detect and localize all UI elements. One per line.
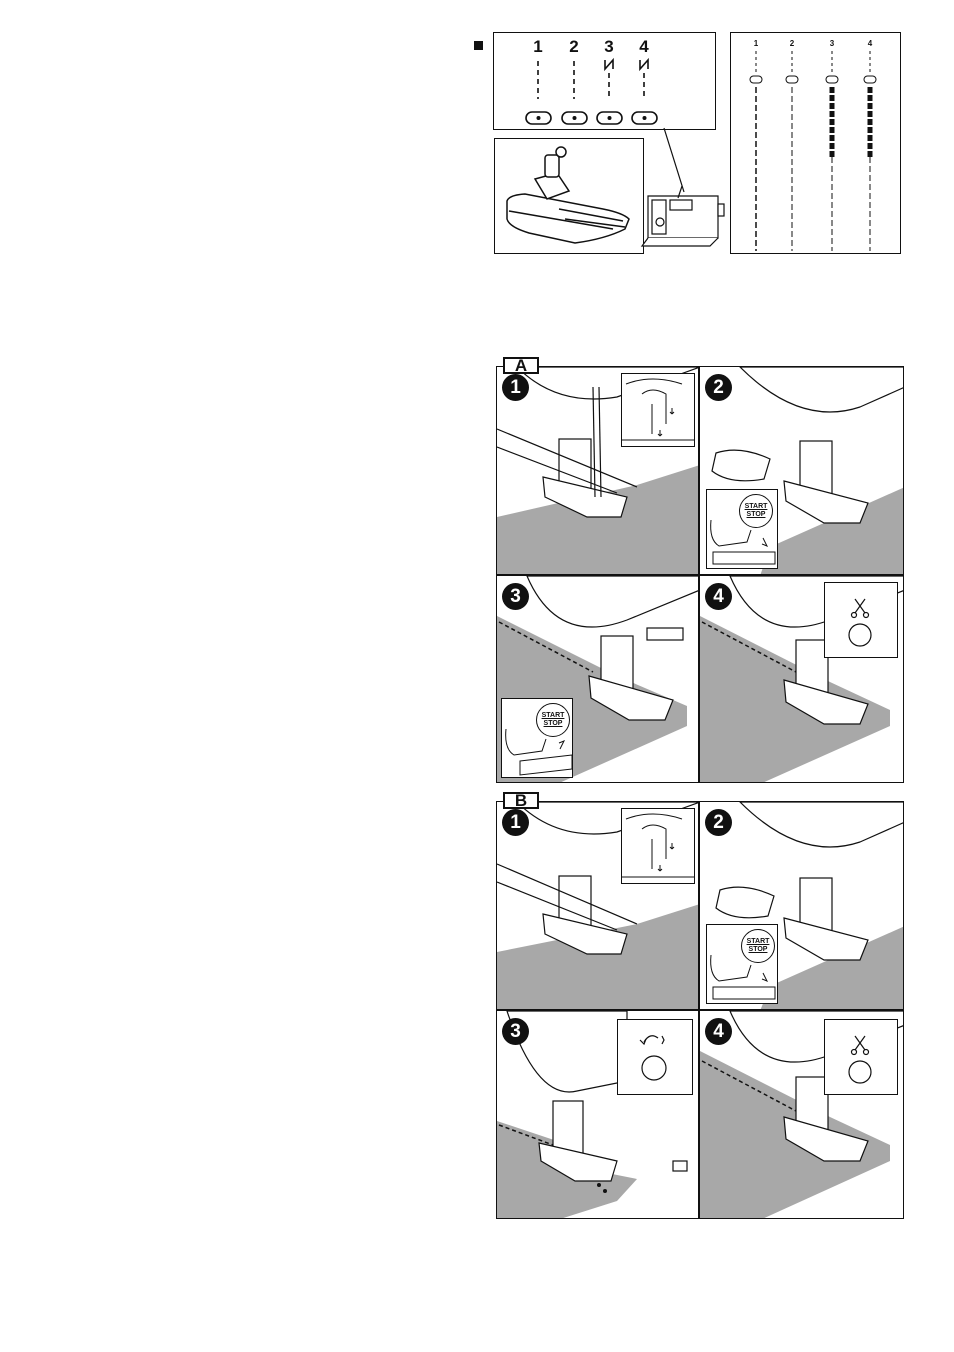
step-number-badge: 3 [502, 583, 529, 610]
needle-inset [621, 808, 695, 884]
step-number-badge: 2 [705, 374, 732, 401]
step-number-badge: 4 [705, 583, 732, 610]
section-a-label: A [503, 357, 539, 374]
sewing-foot-drawing [711, 367, 903, 574]
callout-line [663, 127, 685, 193]
foot-pedal-drawing [710, 519, 776, 565]
thread-cutter-inset [824, 582, 898, 658]
sewing-foot-drawing [715, 802, 903, 1009]
reverse-button-inset [617, 1019, 693, 1095]
foot-pedal-drawing [505, 728, 572, 776]
scissors-icon [848, 598, 872, 647]
stitch-number-4: 4 [639, 37, 649, 56]
section-b-step-3: 3 [496, 1010, 699, 1219]
sewing-foot-drawing [700, 576, 903, 782]
step-number-badge: 3 [502, 1018, 529, 1045]
step-number-badge: 1 [502, 809, 529, 836]
step-number-badge: 4 [705, 1018, 732, 1045]
section-b-step-4: 4 [699, 1010, 904, 1219]
needle-position-drawing [622, 813, 694, 878]
stitch-number-1: 1 [533, 37, 543, 56]
stitch-number-3: 3 [604, 37, 614, 56]
presser-foot-illustration [494, 138, 644, 254]
sample-number-1: 1 [753, 39, 759, 48]
section-b-step-1: 1 [496, 801, 699, 1010]
section-b-label: B [503, 792, 539, 809]
thread-cutter-inset [824, 1019, 898, 1095]
stitch-selector-panel: 1 2 3 4 [493, 32, 716, 130]
section-a-step-1: 1 [496, 366, 699, 575]
section-a-step-4: 4 [699, 575, 904, 783]
stitch-sample-lines [749, 51, 877, 251]
presser-foot-drawing [506, 146, 630, 244]
sample-number-4: 4 [867, 39, 873, 48]
sample-number-3: 3 [829, 39, 835, 48]
stitch-samples-panel: 1 2 3 4 [730, 32, 901, 254]
stitch-selector-buttons [525, 57, 658, 125]
sample-number-2: 2 [789, 39, 795, 48]
scissors-icon [848, 1035, 872, 1084]
step-number-badge: 2 [705, 809, 732, 836]
needle-position-drawing [622, 378, 694, 441]
reverse-stitch-icon [639, 1035, 667, 1081]
sewing-foot-drawing [497, 1011, 688, 1218]
foot-pedal-drawing [710, 954, 776, 1000]
needle-inset [621, 373, 695, 447]
step-number-badge: 1 [502, 374, 529, 401]
sewing-machine-icon [640, 186, 725, 247]
stitch-number-2: 2 [569, 37, 579, 56]
list-bullet [474, 41, 483, 50]
